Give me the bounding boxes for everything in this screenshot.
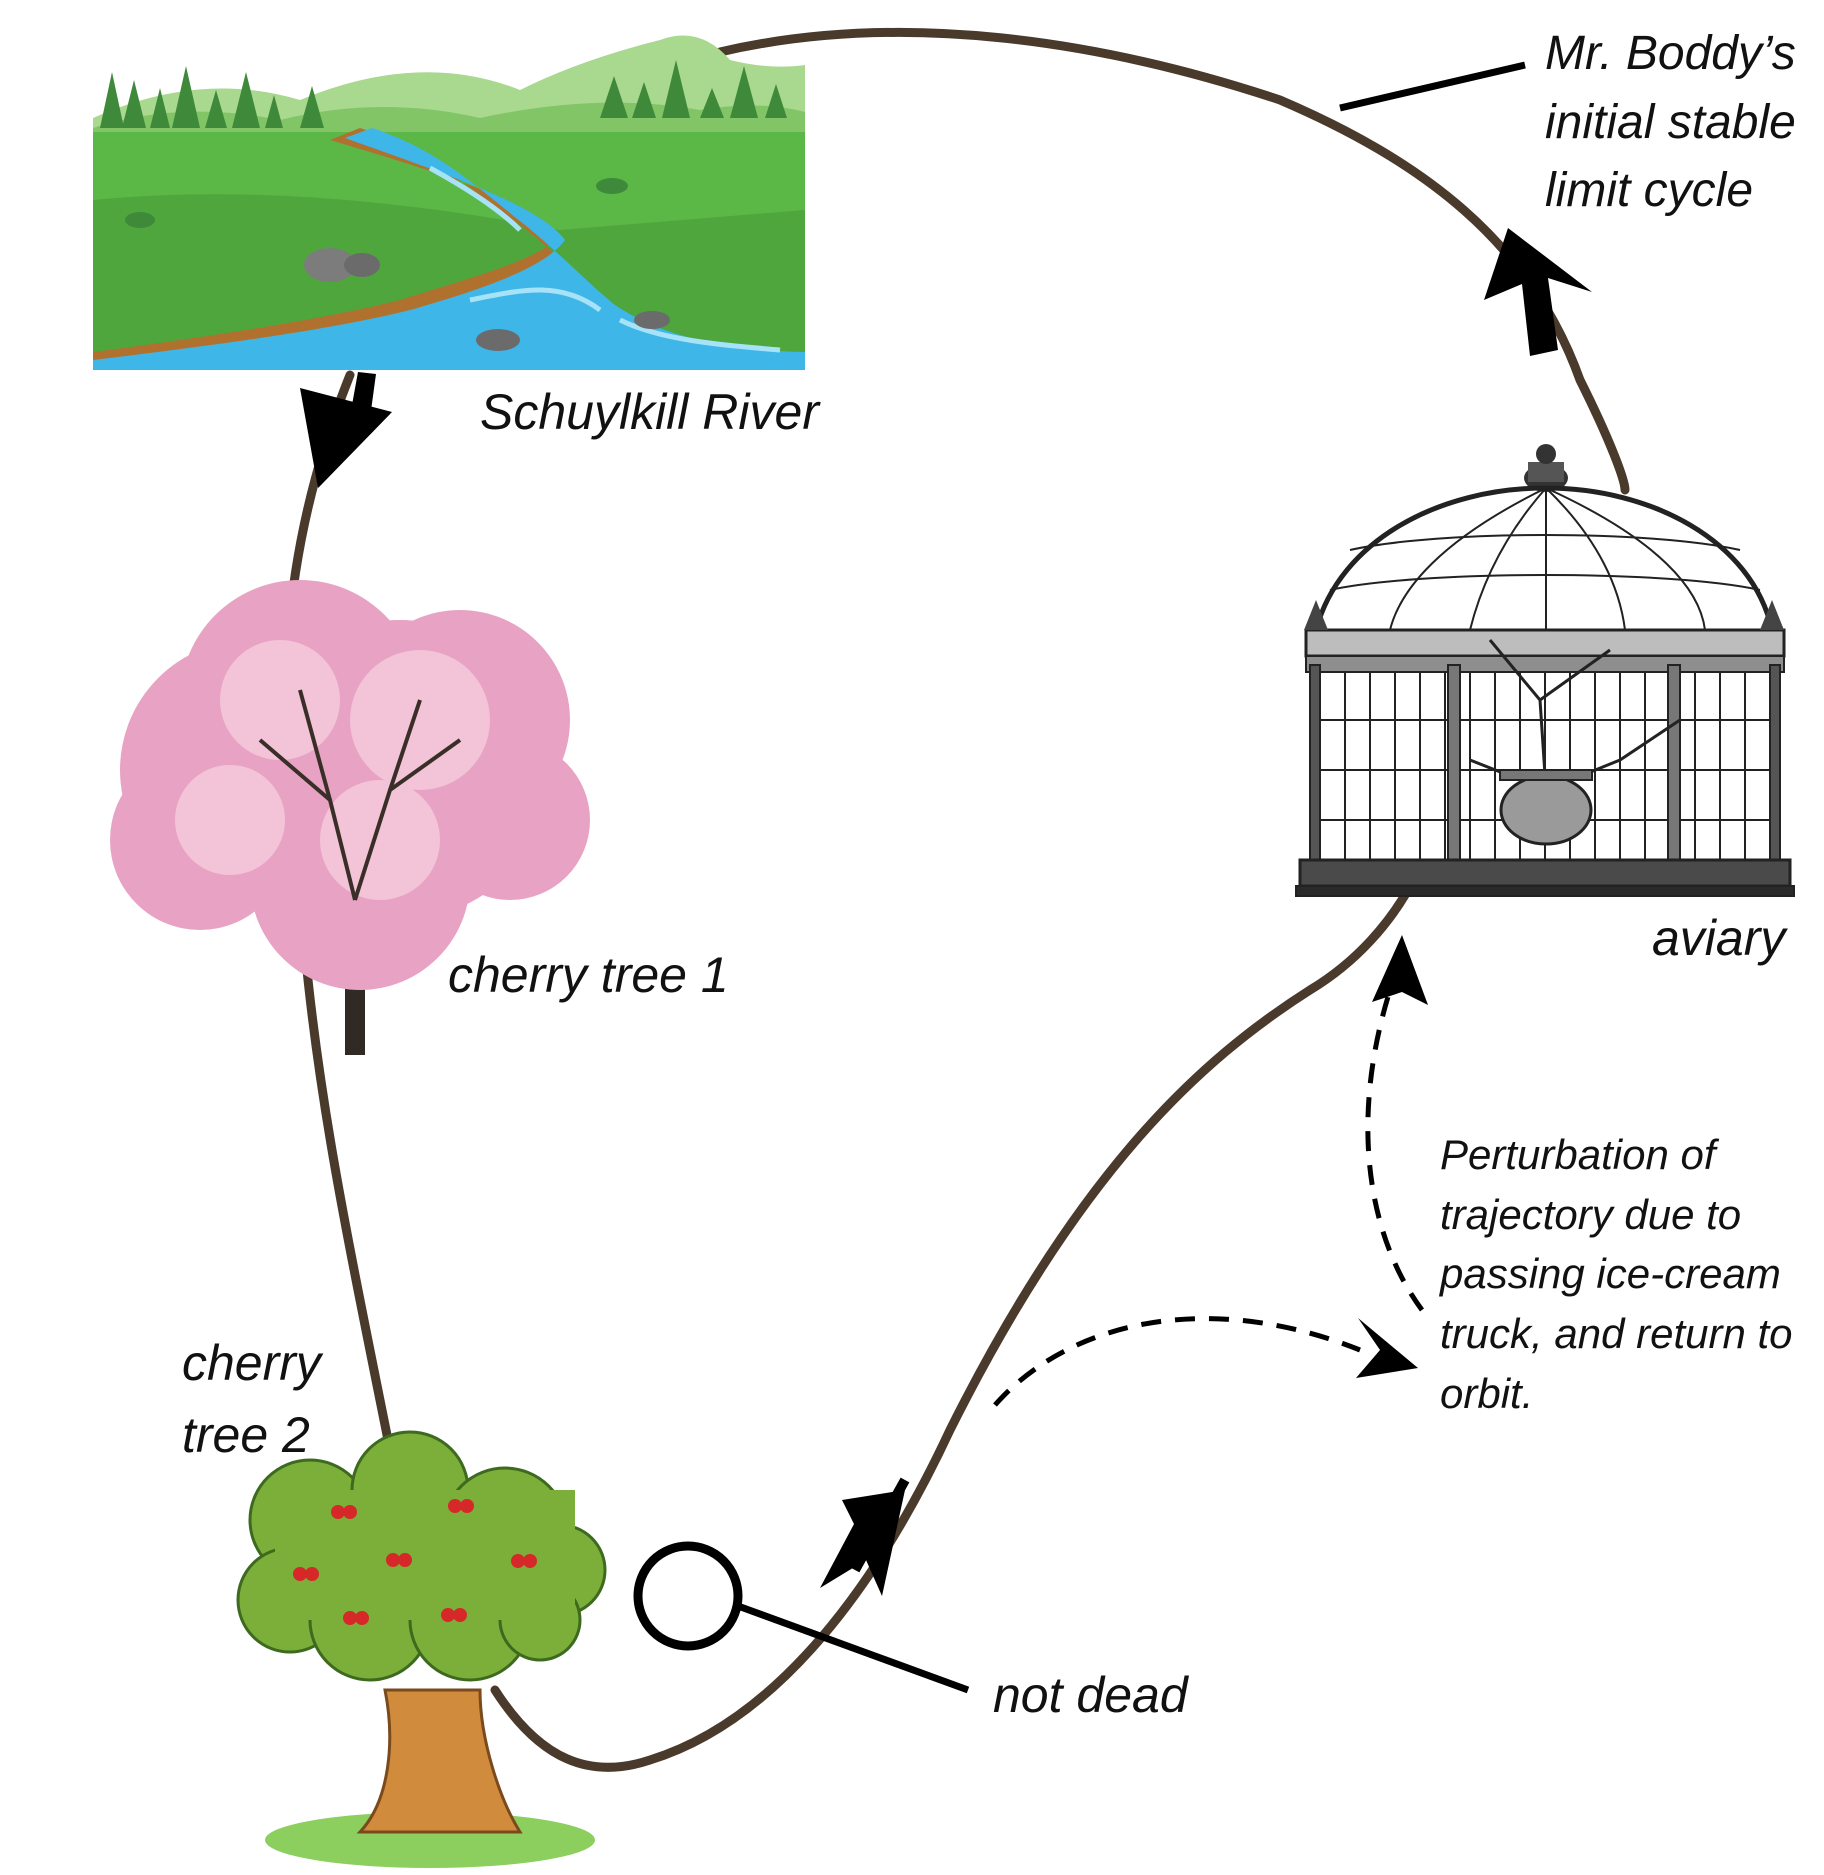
direction-arrows (300, 228, 1592, 1596)
limit-cycle-pointer-line (1339, 61, 1526, 112)
perturbation-return-dashed (1365, 974, 1425, 1312)
cycle-segment-top (715, 27, 1630, 495)
cherry-tree-2-label-line1: cherry (182, 1335, 321, 1391)
perturbation-label: Perturbation of trajectory due to passin… (1440, 1125, 1793, 1423)
perturbation-label-line5: orbit. (1440, 1369, 1534, 1417)
cherry-blossom-tree-icon (110, 580, 590, 1055)
perturbation-label-line4: truck, and return to (1440, 1309, 1793, 1357)
cycle-segment-bottom (490, 890, 1410, 1772)
aviary-birdcage-icon (1295, 444, 1795, 897)
arrow-up-right (1484, 228, 1592, 356)
aviary-label: aviary (1652, 910, 1786, 966)
not-dead-pointer-line (736, 1602, 970, 1694)
cycle-segment-left-lower (300, 945, 395, 1455)
perturbation-label-line1: Perturbation of (1440, 1131, 1716, 1178)
perturbation-arrowheads (1356, 935, 1428, 1378)
river-scene-icon (93, 35, 805, 370)
cherry-tree-1-label: cherry tree 1 (448, 947, 729, 1003)
perturbation-out-dashed (993, 1316, 1361, 1407)
perturbation-arrows (993, 974, 1425, 1407)
limit-cycle-label-line3: limit cycle (1545, 164, 1754, 218)
arrow-bottom-shaft (850, 1477, 910, 1573)
limit-cycle-label-line2: initial stable (1545, 95, 1796, 149)
cherry-tree-2-label-line2: tree 2 (182, 1406, 310, 1463)
perturbation-label-line3: passing ice-cream (1440, 1250, 1781, 1298)
river-label: Schuylkill River (480, 384, 819, 440)
perturbation-return-head (1372, 935, 1428, 1005)
not-dead-label: not dead (993, 1667, 1188, 1723)
cherry-tree-2-label: cherry tree 2 (182, 1328, 321, 1471)
cherry-fruit-tree-icon (236, 1430, 607, 1868)
limit-cycle-label: Mr. Boddy’s initial stable limit cycle (1545, 20, 1796, 226)
fixed-point-circle-icon (633, 1541, 743, 1651)
arrow-down-left-head (300, 388, 392, 488)
perturbation-label-line2: trajectory due to (1440, 1190, 1742, 1238)
limit-cycle-label-line1: Mr. Boddy’s (1545, 27, 1796, 80)
perturbation-out-head (1356, 1318, 1418, 1378)
